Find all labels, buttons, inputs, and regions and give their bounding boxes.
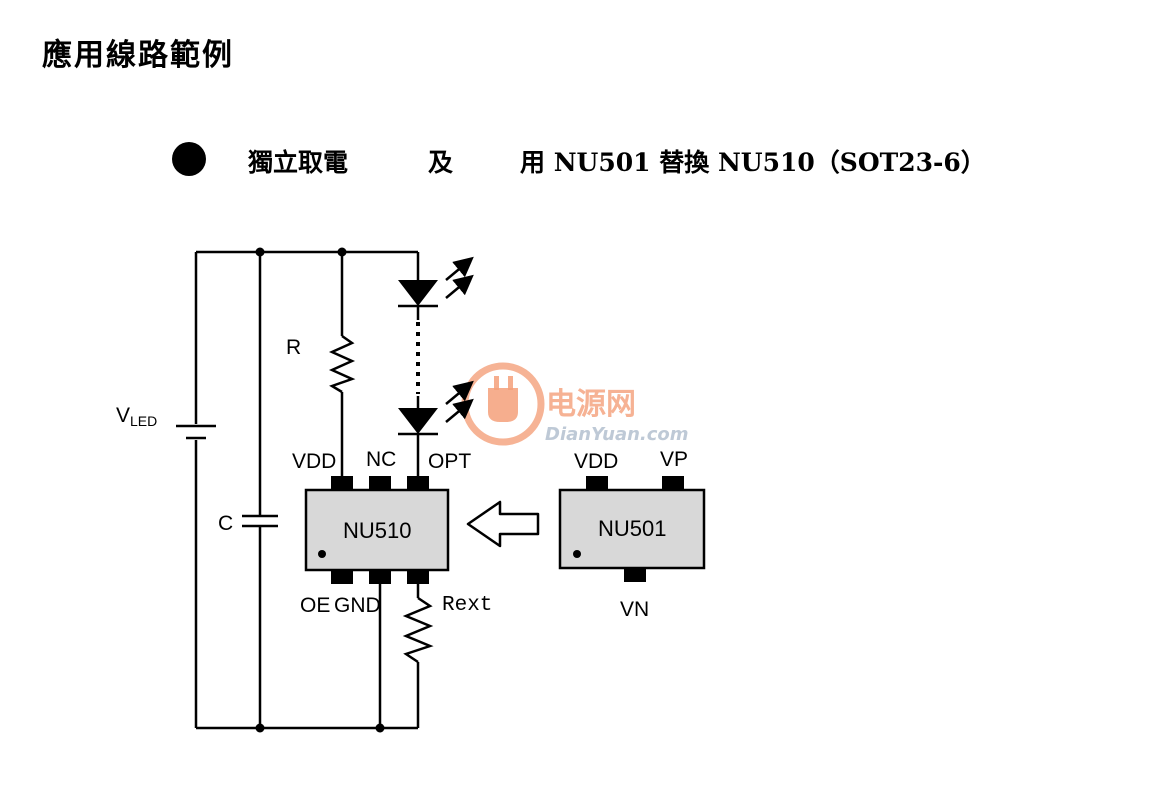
pin-vdd-501 [586, 476, 608, 490]
chip-nu510: NU510 [304, 476, 450, 584]
pin-label-opt: OPT [428, 450, 471, 473]
chip-nu501-name: NU501 [598, 516, 666, 541]
chip-nu510-name: NU510 [343, 518, 411, 543]
replace-arrow-icon [466, 500, 540, 548]
pin-label-vp: VP [660, 448, 688, 471]
pin-nc [369, 476, 391, 490]
vled-label: VLED [116, 404, 157, 429]
watermark-cn: 电源网 [546, 387, 636, 422]
resistor-label: R [286, 336, 301, 359]
pin-vn [624, 568, 646, 582]
watermark-en: DianYuan.com [545, 424, 689, 445]
led-bottom [398, 380, 474, 436]
pin-rext [407, 570, 429, 584]
capacitor-c [242, 514, 278, 528]
battery-vled [176, 424, 216, 440]
pin1-dot-501 [573, 550, 581, 558]
capacitor-label: C [218, 512, 233, 535]
pin-gnd [369, 570, 391, 584]
pin-label-nc: NC [366, 448, 396, 471]
chip-nu501: NU501 [558, 476, 706, 582]
pin-label-vn: VN [620, 598, 649, 621]
resistor-rext [402, 596, 434, 664]
pin-vp [662, 476, 684, 490]
bullet-dot [172, 142, 206, 176]
subtitle-part-3: 用 NU501 替換 NU510（SOT23-6） [520, 148, 986, 177]
page-title: 應用線路範例 [42, 38, 234, 73]
pin-opt [407, 476, 429, 490]
watermark: 电源网 DianYuan.com [461, 362, 689, 446]
pin-label-gnd: GND [334, 594, 381, 617]
led-top [398, 256, 474, 308]
subtitle-part-2: 及 [428, 148, 454, 177]
plug-icon [488, 388, 518, 422]
rext-label: Rext [442, 594, 492, 617]
pin-vdd [331, 476, 353, 490]
subtitle-part-1: 獨立取電 [248, 148, 349, 177]
pin-label-oe: OE [300, 594, 330, 617]
junction-dots [255, 247, 385, 733]
pin-label-vdd: VDD [292, 450, 336, 473]
subtitle-row: 獨立取電 及 用 NU501 替換 NU510（SOT23-6） [170, 140, 1070, 180]
pin-label-vdd-501: VDD [574, 450, 618, 473]
pin-oe [331, 570, 353, 584]
pin1-dot [318, 550, 326, 558]
resistor-r [328, 334, 356, 394]
